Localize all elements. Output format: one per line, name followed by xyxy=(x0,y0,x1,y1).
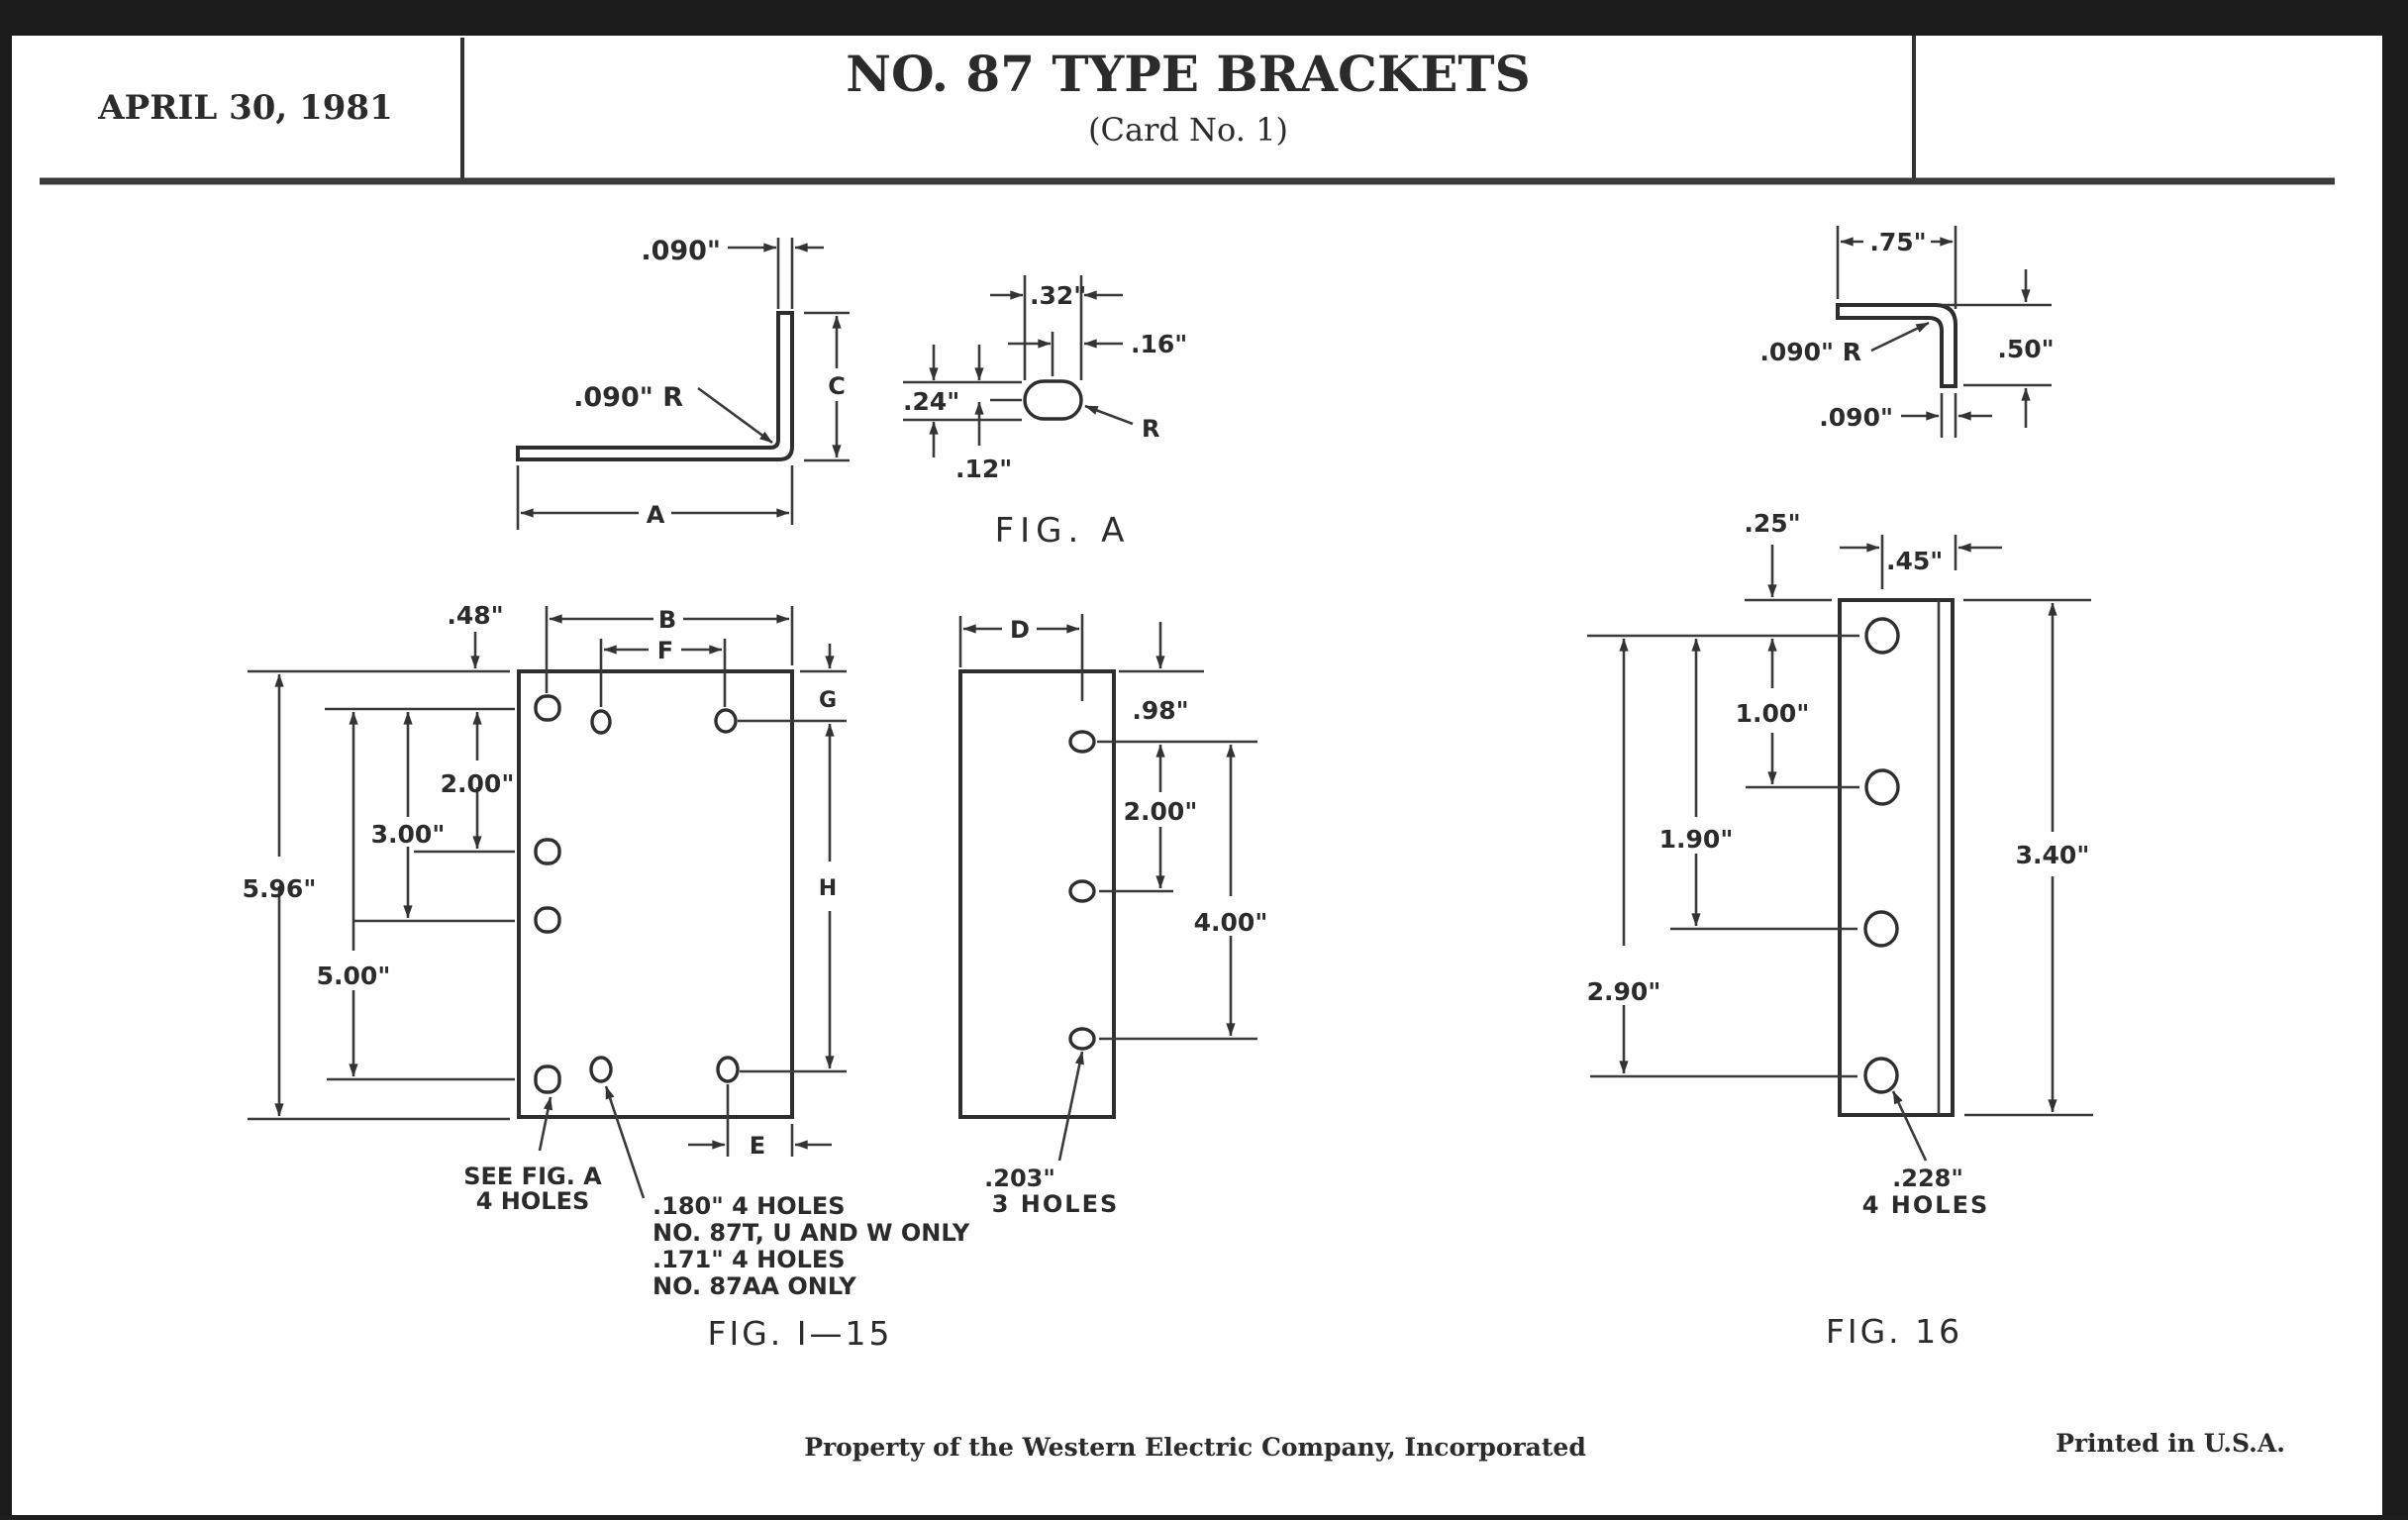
dim-label-slot-5: 5.00" xyxy=(317,962,391,990)
leader-line xyxy=(697,386,773,445)
note-slots-line2: 4 HOLES xyxy=(476,1187,590,1215)
dim-label-face-spacing-1: 1.00" xyxy=(1736,699,1810,728)
card-paper xyxy=(12,36,2382,1515)
slot-hole xyxy=(534,694,561,722)
fig-1-15-caption: FIG. I—15 xyxy=(708,1314,893,1353)
dim-label-slot-height: .24" xyxy=(903,387,959,416)
leader-line xyxy=(1891,1090,1928,1162)
note-holes-line1: .180" 4 HOLES xyxy=(652,1192,846,1220)
dim-label-profile-thickness: .090" xyxy=(1819,403,1893,432)
dim-label-c: C xyxy=(828,372,846,400)
fig-a-caption: FIG. A xyxy=(995,511,1131,551)
bracket-16-face xyxy=(1838,598,1955,1117)
dim-label-e: E xyxy=(750,1132,765,1160)
dim-label-d: D xyxy=(1010,616,1030,644)
fig-16-profile: .75" .50" .090" R .090" xyxy=(1759,226,2055,438)
round-hole xyxy=(1864,768,1900,806)
dim-label-overall: 5.96" xyxy=(243,874,317,903)
fig-a-profile: .090" .090" R C A xyxy=(516,236,850,530)
note-holes-line3: .171" 4 HOLES xyxy=(652,1246,846,1273)
round-hole xyxy=(1863,910,1899,948)
dim-label-face-top: .25" xyxy=(1744,509,1800,538)
dim-label-face-inset: .45" xyxy=(1886,547,1943,575)
dim-label-slot-width: .32" xyxy=(1030,281,1086,310)
dim-label-top-offset: .48" xyxy=(447,601,503,630)
note-holes-line2: NO. 87T, U AND W ONLY xyxy=(652,1219,970,1247)
dim-label-face-spacing-2: 1.90" xyxy=(1659,825,1734,854)
fig-1-15-side: D .98" 2.00" 4.00" .203" 3 HOLES xyxy=(958,614,1268,1218)
dim-label-profile-radius: .090" R xyxy=(1759,338,1861,366)
footer-property: Property of the Western Electric Company… xyxy=(804,1433,1586,1462)
dim-label-slot-radius: R xyxy=(1142,415,1159,443)
page-title: NO. 87 TYPE BRACKETS xyxy=(846,45,1530,103)
dim-label-bend-radius: .090" R xyxy=(573,382,683,413)
fig-16-caption: FIG. 16 xyxy=(1826,1312,1962,1351)
dim-label-h: H xyxy=(819,876,837,901)
leader-line xyxy=(1870,321,1930,353)
round-hole xyxy=(1068,879,1096,903)
slot-shape xyxy=(1023,379,1083,421)
bracket-side-face xyxy=(958,669,1116,1119)
round-hole xyxy=(1864,617,1900,655)
page-subtitle: (Card No. 1) xyxy=(1088,111,1288,149)
dim-label-a: A xyxy=(647,501,665,529)
fig-16-face: .25" .45" 1.00" 1.90" 2.90" 3.40" .228" … xyxy=(1587,509,2093,1351)
dim-label-slot-half-width: .16" xyxy=(1131,330,1187,358)
fig-a-slot: .32" .16" .24" .12" R FIG. A xyxy=(903,275,1187,551)
slot-hole xyxy=(534,838,561,865)
round-hole xyxy=(1068,730,1096,754)
dim-label-side-top: .98" xyxy=(1132,696,1188,725)
dim-label-g: G xyxy=(819,688,837,713)
dim-label-b: B xyxy=(658,606,676,634)
slot-hole xyxy=(534,1064,561,1094)
header: APRIL 30, 1981 NO. 87 TYPE BRACKETS (Car… xyxy=(40,36,2335,185)
footer-printed: Printed in U.S.A. xyxy=(2056,1429,2285,1458)
dim-label-f: F xyxy=(657,637,673,664)
dim-label-face-spacing-3: 2.90" xyxy=(1587,977,1661,1006)
dim-label-side-span: 4.00" xyxy=(1194,908,1268,937)
round-hole xyxy=(590,709,612,735)
leader-line xyxy=(1084,404,1134,426)
l-bracket-profile xyxy=(516,311,794,461)
note-holes-line4: NO. 87AA ONLY xyxy=(652,1272,856,1300)
leader-line xyxy=(1057,1051,1084,1162)
round-hole xyxy=(1863,1057,1899,1094)
footer: Property of the Western Electric Company… xyxy=(804,1429,2285,1462)
bracket-face xyxy=(517,669,794,1119)
dim-label-face-overall: 3.40" xyxy=(2016,841,2090,869)
header-date: APRIL 30, 1981 xyxy=(97,88,392,128)
note-side-line1: .203" xyxy=(984,1165,1055,1192)
dim-label-side-spacing: 2.00" xyxy=(1124,797,1198,826)
round-hole xyxy=(1068,1027,1096,1051)
round-hole xyxy=(716,1056,740,1083)
dim-label-thickness: .090" xyxy=(641,236,721,266)
note-face-line1: .228" xyxy=(1892,1165,1963,1192)
dim-label-profile-height: .50" xyxy=(1997,335,2054,363)
fig-1-15-front: 5.96" .48" 2.00" 3.00" 5.00" B F xyxy=(243,601,970,1353)
dim-label-slot-half-height: .12" xyxy=(955,455,1012,483)
note-face-line2: 4 HOLES xyxy=(1862,1191,1990,1219)
slot-hole xyxy=(534,906,561,934)
leader-line xyxy=(538,1096,553,1152)
dim-label-slot-3: 3.00" xyxy=(371,820,446,849)
round-hole xyxy=(589,1056,613,1083)
dim-label-profile-width: .75" xyxy=(1869,228,1926,256)
leader-line xyxy=(604,1085,646,1199)
note-side-line2: 3 HOLES xyxy=(992,1190,1120,1218)
bent-bracket-profile xyxy=(1836,303,1957,388)
note-slots-line1: SEE FIG. A xyxy=(463,1163,602,1190)
dim-label-slot-2: 2.00" xyxy=(441,769,515,798)
round-hole xyxy=(714,708,738,734)
